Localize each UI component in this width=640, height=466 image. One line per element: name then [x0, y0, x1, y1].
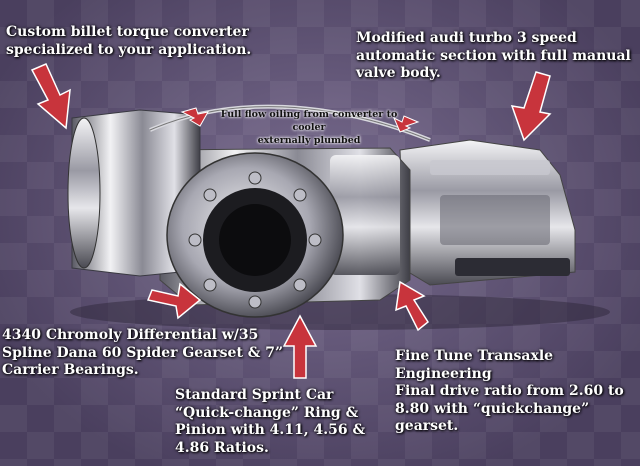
arrow-finetune	[395, 280, 429, 332]
arrow-differential	[146, 282, 202, 320]
caption-audi-turbo: Modified audi turbo 3 speed automatic se…	[356, 30, 631, 81]
arrow-sprint	[282, 314, 318, 379]
arrow-oil-right	[393, 115, 420, 133]
arrow-audi	[510, 71, 552, 142]
caption-oiling: Full flow oiling from converter to coole…	[205, 109, 413, 147]
caption-oiling-line1: Full flow oiling from converter to coole…	[220, 109, 398, 133]
arrow-converter	[30, 63, 71, 130]
arrow-oil-left	[180, 107, 209, 127]
caption-fine-tune-line1: Fine Tune Transaxle Engineering	[395, 348, 554, 382]
caption-sprint-car: Standard Sprint Car “Quick-change” Ring …	[175, 387, 366, 456]
caption-fine-tune: Fine Tune Transaxle Engineering Final dr…	[395, 348, 635, 436]
caption-fine-tune-line2: Final drive ratio from 2.60 to 8.80 with…	[395, 383, 624, 434]
caption-torque-converter: Custom billet torque converter specializ…	[6, 24, 252, 58]
caption-oiling-line2: externally plumbed	[257, 134, 361, 146]
caption-differential: 4340 Chromoly Differential w/35 Spline D…	[2, 327, 284, 378]
